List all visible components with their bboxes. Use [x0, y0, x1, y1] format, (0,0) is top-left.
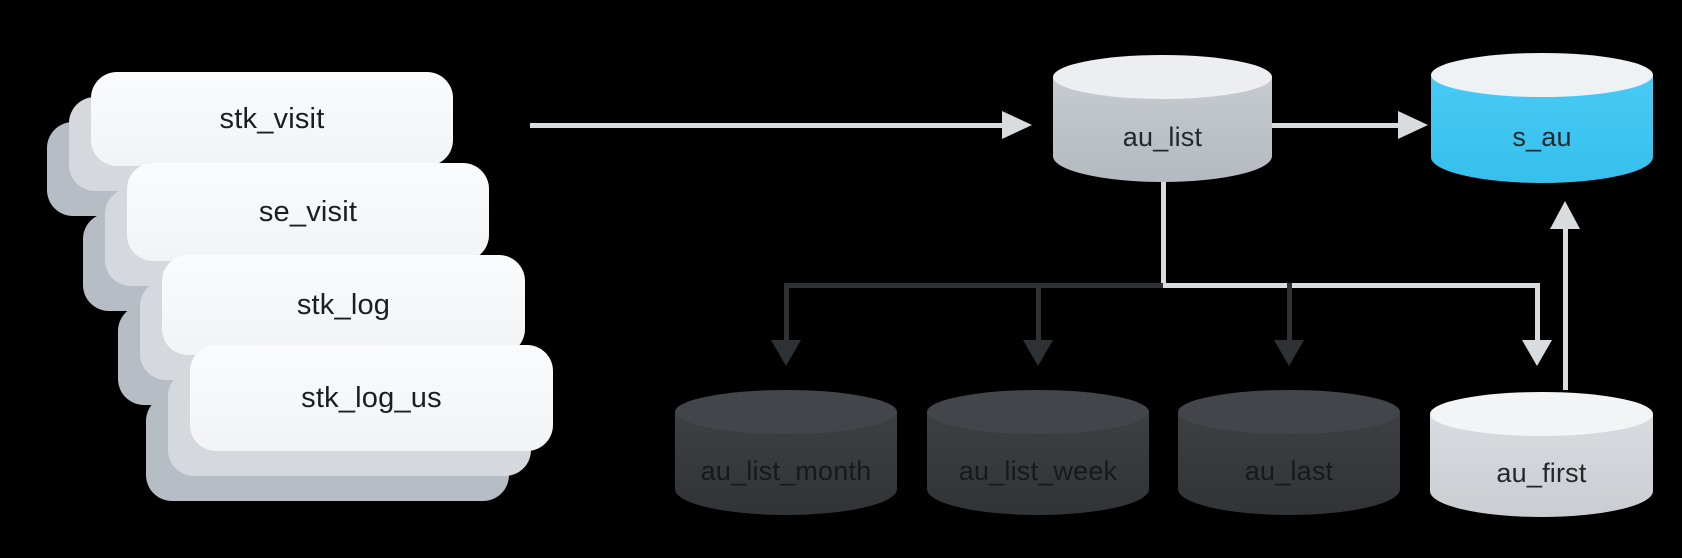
- card-label: stk_log: [296, 288, 391, 321]
- arrowhead-right-icon: [1398, 111, 1428, 139]
- arrowhead-down-icon: [771, 340, 801, 366]
- cylinder-label: au_list: [1122, 122, 1203, 152]
- card-stk_log: stk_log: [162, 255, 525, 355]
- arrowhead-up-icon: [1550, 201, 1580, 229]
- cylinder-label: au_first: [1496, 458, 1587, 488]
- card-label: se_visit: [258, 195, 358, 228]
- card-stack-stk_log_us: stk_log_us: [146, 345, 553, 501]
- arrowhead-down-icon: [1274, 340, 1304, 366]
- connector-branch-bar-right: [1163, 283, 1540, 288]
- card-label: stk_visit: [219, 102, 325, 135]
- card-stack-stk_visit: stk_visit: [47, 72, 453, 216]
- cylinder-top: [1178, 390, 1400, 434]
- cylinder-top: [1430, 392, 1653, 436]
- cylinder-au_last: au_last: [1178, 390, 1400, 515]
- cylinder-body: [675, 412, 897, 515]
- cylinder-au_list_week: au_list_week: [927, 390, 1149, 515]
- arrow-to-au_last: [1287, 283, 1292, 340]
- card-stack-stk_log: stk_log: [118, 255, 525, 405]
- arrow-to-au_first: [1535, 283, 1540, 340]
- arrow-au_first-to-s_au: [1563, 228, 1568, 390]
- arrowhead-right-icon: [1002, 111, 1032, 139]
- card-se_visit: se_visit: [127, 163, 489, 261]
- cylinder-top: [927, 390, 1149, 434]
- arrow-au_list-to-s_au: [1272, 123, 1398, 128]
- cylinder-s_au: s_au: [1431, 53, 1653, 183]
- arrowhead-down-icon: [1023, 340, 1053, 366]
- cylinder-au_list: au_list: [1053, 55, 1272, 182]
- cylinder-label: au_last: [1244, 456, 1334, 486]
- cylinder-au_first: au_first: [1430, 392, 1653, 517]
- cylinder-au_list_month: au_list_month: [675, 390, 897, 515]
- connector-branch-bar-left: [786, 283, 1163, 288]
- cylinder-top: [1431, 53, 1653, 97]
- cylinder-label: au_list_week: [958, 456, 1118, 486]
- arrow-cards-to-au_list: [530, 123, 1002, 128]
- cylinder-top: [675, 390, 897, 434]
- arrow-to-au_list_month: [784, 283, 789, 340]
- card-label: stk_log_us: [301, 381, 442, 414]
- cylinder-label: s_au: [1512, 121, 1572, 152]
- arrow-to-au_list_week: [1036, 283, 1041, 340]
- cylinder-label: au_list_month: [700, 456, 872, 486]
- cylinder-top: [1053, 55, 1272, 99]
- card-stk_visit: stk_visit: [91, 72, 453, 166]
- card-stk_log_us: stk_log_us: [190, 345, 553, 451]
- card-stack-se_visit: se_visit: [83, 163, 489, 311]
- arrowhead-down-icon: [1522, 340, 1552, 366]
- cylinder-body: [1053, 77, 1272, 182]
- connector-au_list-down-stem: [1161, 176, 1166, 286]
